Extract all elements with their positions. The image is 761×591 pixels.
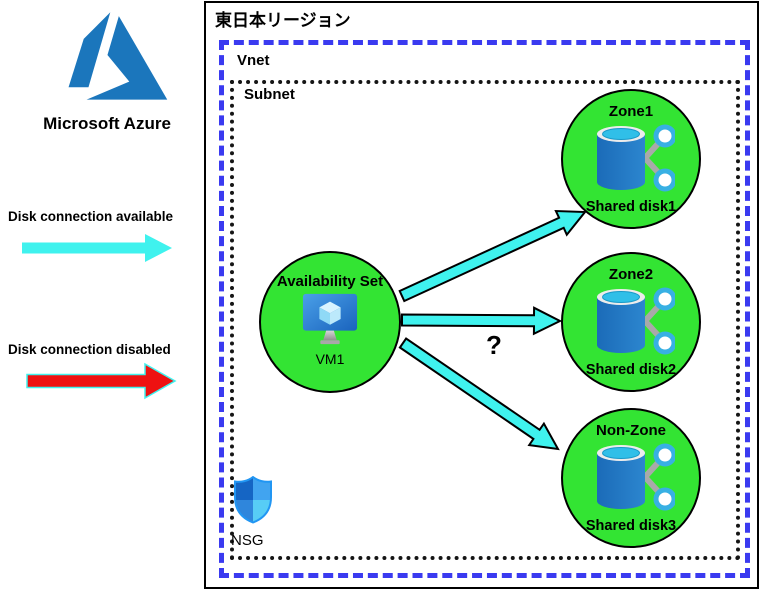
legend-available-arrow-icon: [22, 234, 172, 262]
zone2-disk-label: Shared disk2: [585, 362, 677, 378]
zone1-node: Zone1 Shared disk1: [561, 89, 701, 229]
region-box: [204, 1, 759, 589]
question-mark-annotation: ?: [486, 330, 502, 360]
vm-label: VM1: [315, 351, 345, 367]
region-title: 東日本リージョン: [215, 11, 351, 30]
zone1-disk-label: Shared disk1: [585, 199, 677, 215]
subnet-label: Subnet: [244, 86, 295, 103]
non-zone-disk-label: Shared disk3: [585, 518, 677, 534]
legend-available-label: Disk connection available: [8, 209, 174, 224]
availability-set-node: Availability Set VM1: [259, 251, 401, 393]
non-zone-node: Non-Zone Shared disk3: [561, 408, 701, 548]
virtual-machine-icon: [302, 293, 358, 345]
vnet-box: [219, 40, 750, 578]
nsg-label: NSG: [231, 532, 264, 549]
legend-disabled-label: Disk connection disabled: [8, 342, 171, 357]
azure-logo-label: Microsoft Azure: [43, 114, 171, 133]
zone2-node: Zone2 Shared disk2: [561, 252, 701, 392]
availability-set-title: Availability Set: [276, 273, 384, 290]
nsg-shield-icon: [234, 476, 272, 524]
shared-disk-icon: [587, 120, 675, 198]
shared-disk-icon: [587, 283, 675, 361]
shared-disk-icon: [587, 439, 675, 517]
legend-disabled-arrow-icon: [26, 362, 177, 400]
zone1-title: Zone1: [608, 103, 654, 120]
non-zone-title: Non-Zone: [596, 422, 666, 439]
vnet-label: Vnet: [237, 52, 270, 69]
azure-logo-icon: [68, 12, 168, 100]
zone2-title: Zone2: [608, 266, 654, 283]
subnet-box: [230, 80, 740, 560]
